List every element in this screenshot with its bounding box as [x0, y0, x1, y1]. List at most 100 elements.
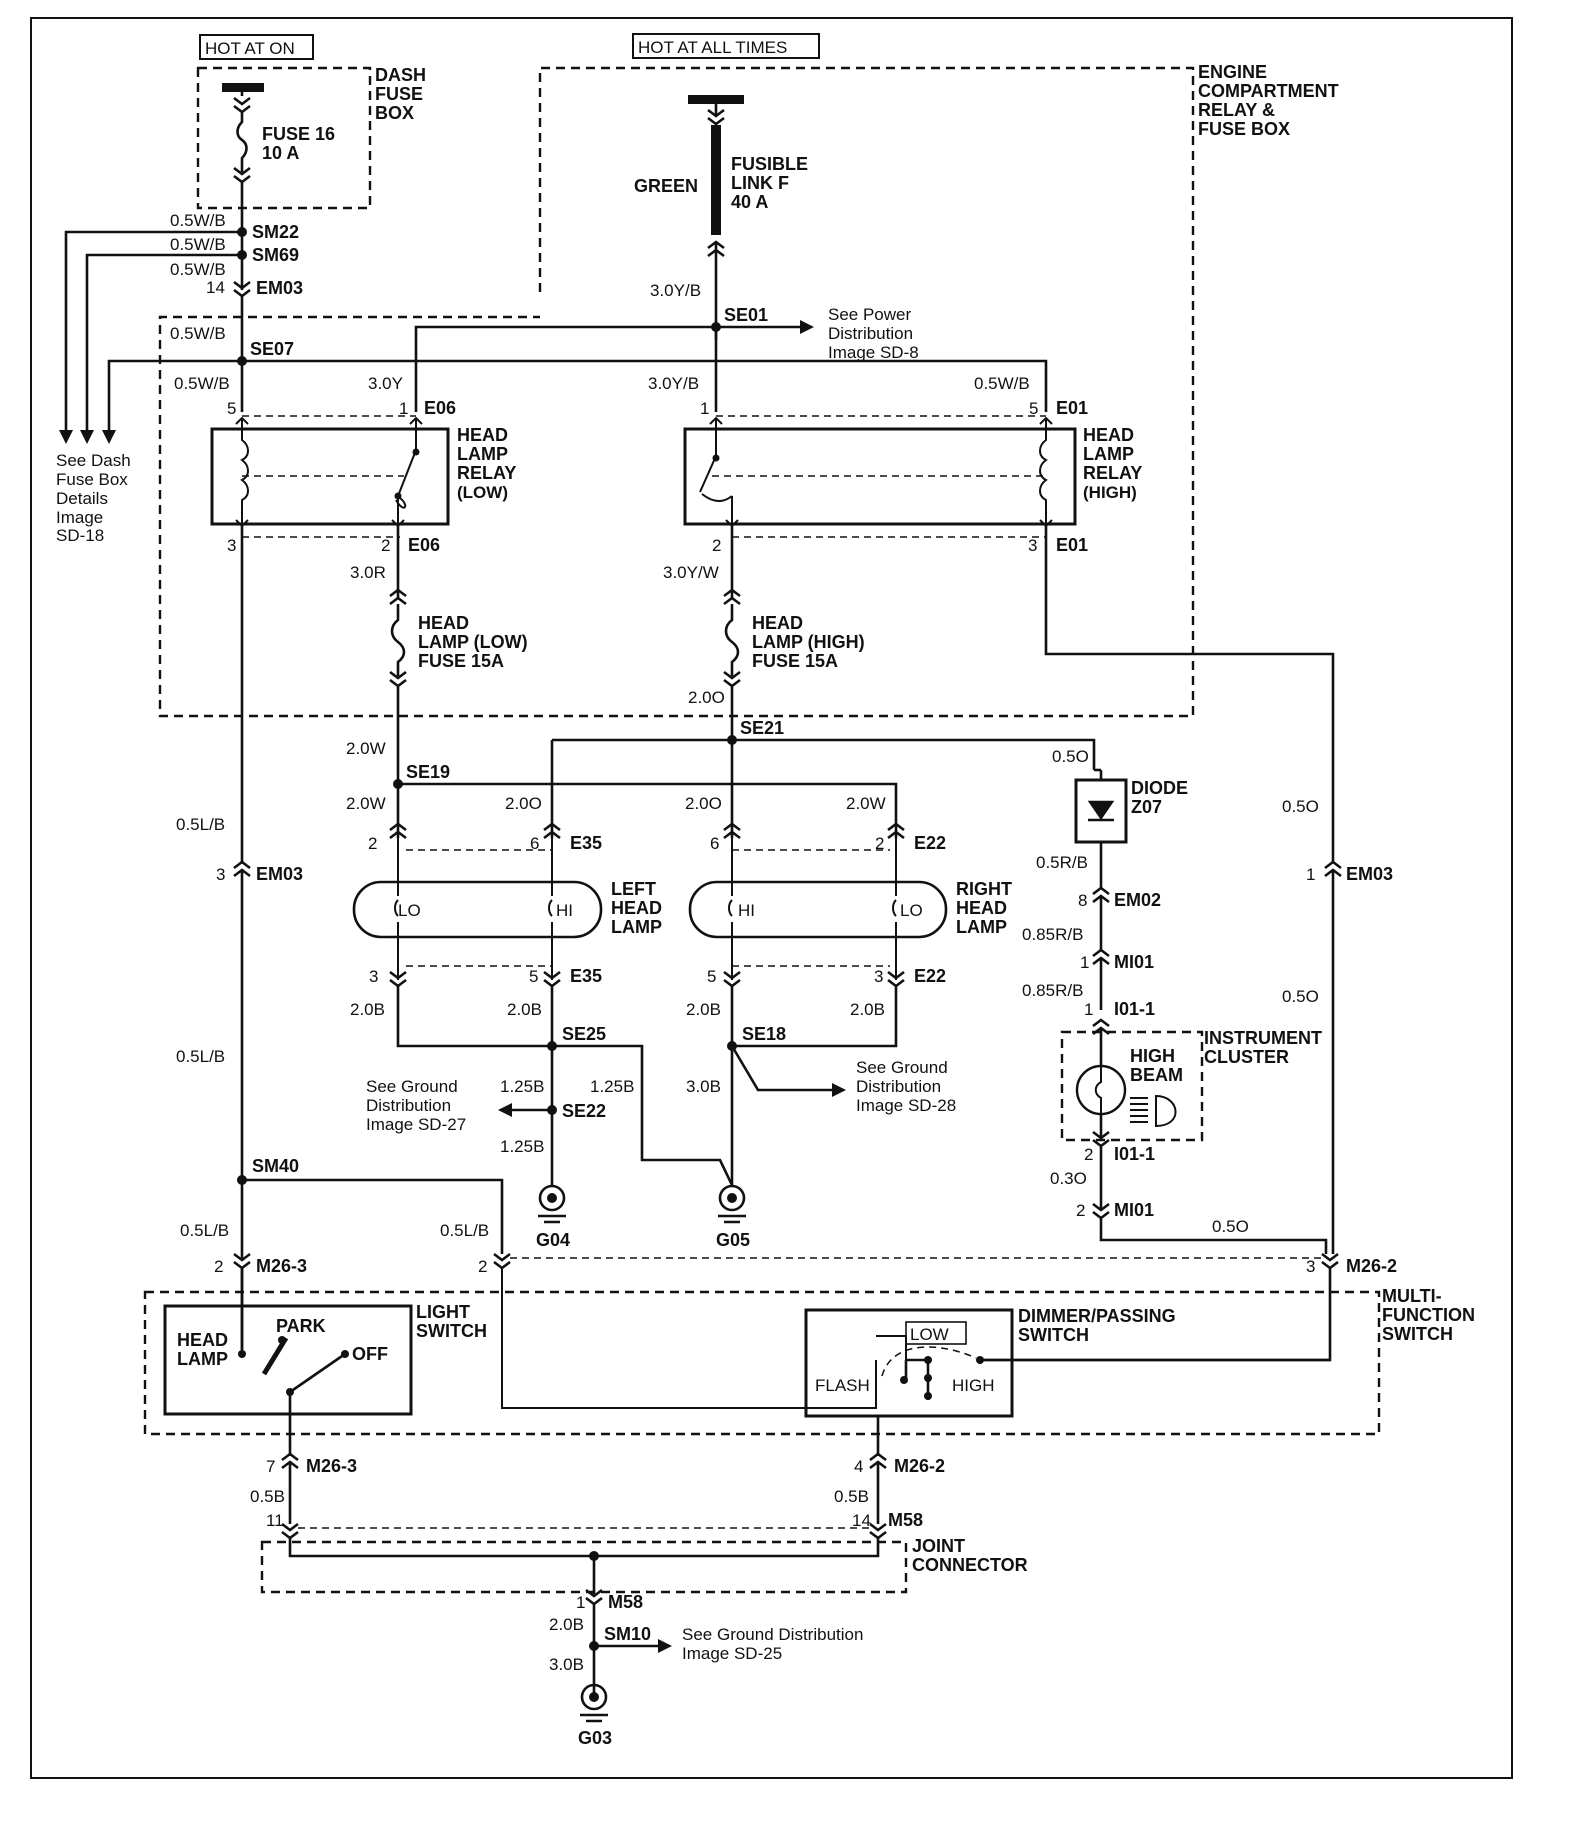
splice-se19-label: SE19 — [406, 762, 450, 782]
high-relay-switch — [699, 416, 739, 528]
dash-fuse-box-label: DASH FUSE BOX — [375, 65, 431, 123]
wire-joint-down — [585, 1556, 603, 1697]
pin-4-m26-2: 4 — [854, 1457, 863, 1476]
connector-em03-top-label: EM03 — [256, 278, 303, 298]
connector-m26-2-bottom — [869, 1452, 887, 1524]
wire-0-5o-diode: 0.5O — [1052, 747, 1089, 766]
pin-2-i01: 2 — [1084, 1145, 1093, 1164]
hot-at-all-times-box — [632, 33, 820, 59]
pin-5-left-hi: 5 — [529, 967, 538, 986]
wire-0-5wb-3: 0.5W/B — [170, 260, 226, 279]
high-relay-contact — [712, 454, 720, 462]
pin-3-right-lo: 3 — [874, 967, 883, 986]
light-switch-label: LIGHT SWITCH — [416, 1302, 487, 1341]
wire-0-5wb-4: 0.5W/B — [170, 324, 226, 343]
connector-e22-bottom: E22 — [914, 966, 946, 986]
connector-m26-3-bottom-label: M26-3 — [306, 1456, 357, 1476]
note-ground-sd27: See Ground Distribution Image SD-27 — [366, 1077, 466, 1134]
wire-2-0b-right-hi: 2.0B — [686, 1000, 721, 1019]
right-head-lamp — [688, 880, 948, 939]
connector-i01-top-label: I01-1 — [1114, 999, 1155, 1019]
pin-3-left-lo: 3 — [369, 967, 378, 986]
high-fuse-symbol — [723, 588, 741, 740]
diode-label: DIODE Z07 — [1131, 778, 1193, 817]
ground-g05-icon — [718, 1184, 746, 1224]
ground-g03-label: G03 — [578, 1728, 612, 1748]
connector-e35-top: E35 — [570, 833, 602, 853]
hot-at-on-box — [199, 34, 314, 60]
wire-0-5o-m26: 0.5O — [1212, 1217, 1249, 1236]
engine-compartment-label: ENGINE COMPARTMENT RELAY & FUSE BOX — [1198, 62, 1344, 139]
arrow-dash-2 — [80, 430, 94, 444]
wire-2-0w-left-lo: 2.0W — [346, 794, 386, 813]
note-power-distribution: See Power Distribution Image SD-8 — [828, 305, 919, 362]
connectors-below-lamps — [389, 970, 905, 988]
wire-3-0y: 3.0Y — [368, 374, 403, 393]
wire-0-5lb-3: 0.5L/B — [180, 1221, 229, 1240]
dimmer-low-label-frame — [905, 1321, 967, 1345]
note-ground-sd28: See Ground Distribution Image SD-28 — [856, 1058, 956, 1115]
wire-1-25b-c: 1.25B — [500, 1137, 544, 1156]
wire-0-5b-left: 0.5B — [250, 1487, 285, 1506]
wire-2-0o-right-hi: 2.0O — [685, 794, 722, 813]
connector-e06-top: E06 — [424, 398, 456, 418]
diode-symbol — [1087, 800, 1115, 822]
light-switch-head-lamp: HEAD LAMP — [177, 1330, 233, 1369]
wire-left-lo-ground — [396, 986, 552, 1048]
right-lamp-internal-wires — [731, 838, 897, 980]
splice-se07-label: SE07 — [250, 339, 294, 359]
pin-3-em03: 3 — [216, 865, 225, 884]
wire-sm69-to-dash-details — [85, 253, 242, 430]
wire-se19-to-right-lo — [398, 782, 898, 838]
high-relay-box — [683, 427, 1077, 526]
hot-at-on-label: HOT AT ON — [205, 39, 295, 58]
instrument-cluster-label: INSTRUMENT CLUSTER — [1204, 1028, 1327, 1067]
connector-em03-mid — [233, 860, 251, 1260]
pin-3-high-relay: 3 — [1028, 536, 1037, 555]
wire-0-5lb-2: 0.5L/B — [176, 1047, 225, 1066]
connector-em02 — [1092, 886, 1110, 950]
fuse-16-symbol — [233, 92, 251, 184]
connector-e35-bottom: E35 — [570, 966, 602, 986]
wire-2-0b-left-lo: 2.0B — [350, 1000, 385, 1019]
pin-3-low-relay: 3 — [227, 536, 236, 555]
wire-0-5lb-4: 0.5L/B — [440, 1221, 489, 1240]
pin-6-left-hi: 6 — [530, 834, 539, 853]
pin-14-m58: 14 — [852, 1511, 871, 1530]
pin-6-right-hi: 6 — [710, 834, 719, 853]
arrow-ground-sd25 — [658, 1639, 672, 1653]
joint-connector-outline — [260, 1540, 908, 1594]
wire-high-relay-coil-to-m26 — [1044, 526, 1335, 862]
wire-0-85rb-2: 0.85R/B — [1022, 981, 1083, 1000]
pin-1-mi01: 1 — [1080, 953, 1089, 972]
fusible-link-label: FUSIBLE LINK F 40 A — [731, 154, 813, 212]
right-lamp-filaments — [728, 899, 897, 917]
ground-g05-label: G05 — [716, 1230, 750, 1250]
splice-se01-label: SE01 — [724, 305, 768, 325]
ground-g04-label: G04 — [536, 1230, 570, 1250]
connector-m58-bottom-label: M58 — [608, 1592, 643, 1612]
wire-2-0o-left-hi: 2.0O — [505, 794, 542, 813]
wire-3-0yb-top: 3.0Y/B — [650, 281, 701, 300]
wire-2-0w-right-lo: 2.0W — [846, 794, 886, 813]
connector-em03-mid-label: EM03 — [256, 864, 303, 884]
pin-1-m58-bottom: 1 — [576, 1593, 585, 1612]
light-switch-off: OFF — [352, 1344, 388, 1364]
left-lamp-hi-label: HI — [556, 901, 573, 920]
light-switch-park-arm — [261, 1336, 289, 1376]
pin-8-em02: 8 — [1078, 891, 1087, 910]
wire-0-5b-right: 0.5B — [834, 1487, 869, 1506]
dimmer-output — [876, 1358, 1330, 1456]
connector-m58-top-label: M58 — [888, 1510, 923, 1530]
pin-2-right-lo: 2 — [875, 834, 884, 853]
wire-1-25b-b: 1.25B — [590, 1077, 634, 1096]
dash-bus-bar — [222, 83, 264, 92]
high-relay-label: HEAD LAMP RELAY (HIGH) — [1083, 425, 1147, 502]
connector-m26-2-bottom-label: M26-2 — [894, 1456, 945, 1476]
wire-0-5wb-1: 0.5W/B — [170, 211, 226, 230]
wire-0-5wb-6: 0.5W/B — [974, 374, 1030, 393]
pin-5-right-hi: 5 — [707, 967, 716, 986]
ground-g03-icon — [580, 1683, 608, 1723]
wire-0-5lb-1: 0.5L/B — [176, 815, 225, 834]
page-frame — [30, 17, 1513, 1779]
